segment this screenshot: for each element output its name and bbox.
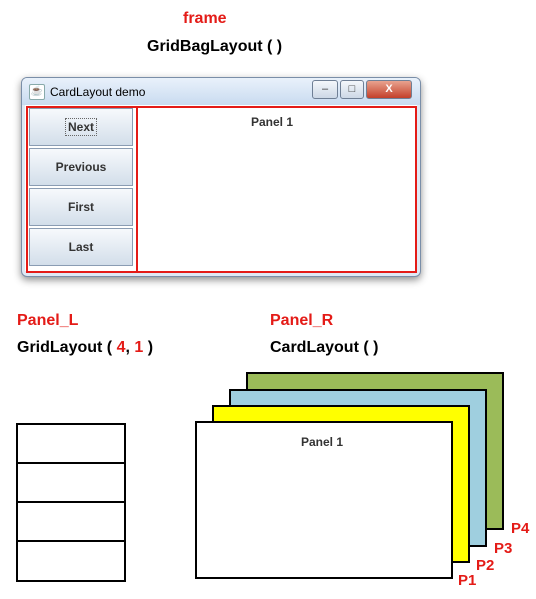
- card-p1: Panel 1: [195, 421, 453, 579]
- card-label-p1: P1: [458, 572, 477, 589]
- maximize-icon: □: [348, 83, 356, 95]
- maximize-button[interactable]: □: [340, 80, 364, 99]
- minimize-button[interactable]: –: [312, 80, 338, 99]
- grid-cell-1: [16, 423, 126, 465]
- panel-l-highlight-border: [26, 106, 138, 273]
- panel-l-label: Panel_L: [17, 312, 79, 329]
- close-icon: X: [385, 83, 393, 95]
- last-button-label: Last: [68, 240, 94, 254]
- window-title: CardLayout demo: [50, 85, 146, 99]
- panel-r-layout-label: CardLayout ( ): [270, 339, 379, 356]
- frame-label: frame: [183, 10, 227, 27]
- java-cup-icon: ☕: [29, 84, 45, 100]
- cardlayout-demo-window: ☕ CardLayout demo – □ X Next Previous Fi…: [21, 77, 421, 277]
- panel-l-layout-label: GridLayout ( 4, 1 ): [17, 339, 153, 357]
- gridlayout-sep: ,: [125, 339, 135, 356]
- frame-layout-label: GridBagLayout ( ): [147, 38, 283, 55]
- card-label-p4: P4: [511, 520, 530, 537]
- close-button[interactable]: X: [366, 80, 412, 99]
- first-button-label: First: [67, 200, 94, 214]
- card-label-p2: P2: [476, 557, 495, 574]
- previous-button[interactable]: Previous: [29, 148, 133, 186]
- gridlayout-suffix: ): [143, 339, 154, 356]
- card-panel-1-label: Panel 1: [301, 435, 344, 449]
- next-button[interactable]: Next: [29, 108, 133, 146]
- panel-1-label: Panel 1: [251, 115, 294, 129]
- first-button[interactable]: First: [29, 188, 133, 226]
- grid-cell-3: [16, 501, 126, 543]
- grid-cell-4: [16, 540, 126, 582]
- gridlayout-prefix: GridLayout (: [17, 339, 117, 356]
- grid-cell-2: [16, 462, 126, 504]
- last-button[interactable]: Last: [29, 228, 133, 266]
- panel-r-label: Panel_R: [270, 312, 334, 329]
- title-bar[interactable]: ☕ CardLayout demo – □ X: [22, 78, 420, 105]
- minimize-icon: –: [321, 83, 329, 95]
- previous-button-label: Previous: [55, 160, 107, 174]
- next-button-label: Next: [64, 118, 97, 136]
- gridlayout-rows: 4: [116, 339, 126, 356]
- card-label-p3: P3: [494, 540, 513, 557]
- gridlayout-cols: 1: [134, 339, 144, 356]
